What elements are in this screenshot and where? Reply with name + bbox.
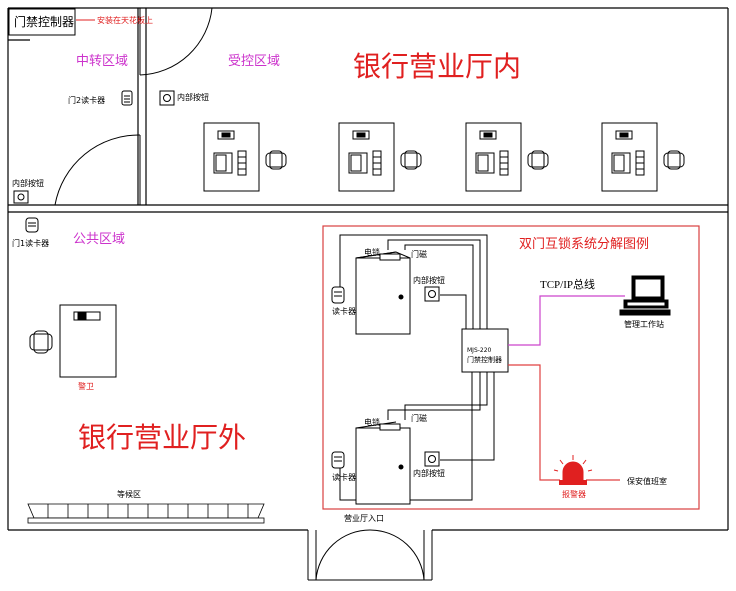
building-walls <box>7 7 729 531</box>
internal-button-left-icon <box>13 190 29 204</box>
waiting-area-label: 等候区 <box>117 489 141 499</box>
reader-top-label: 读卡器 <box>332 306 356 316</box>
door-arcs <box>54 7 213 206</box>
internal-button-icon <box>159 90 175 106</box>
internal-button-left-label: 内部按钮 <box>12 178 44 188</box>
controller-box-label: 门禁控制器 <box>14 14 74 29</box>
alarm-label: 报警器 <box>562 489 586 499</box>
entrance-doors <box>307 529 433 581</box>
zone-public-label: 公共区域 <box>73 232 125 247</box>
button-bottom-label: 内部按钮 <box>413 468 445 478</box>
reader-door2-label: 门2读卡器 <box>68 95 105 105</box>
lock-bottom-label: 电锁 <box>364 417 380 427</box>
tcpip-bus-line <box>508 295 625 346</box>
workstation-icon <box>619 275 671 316</box>
door-unit-bottom <box>355 421 411 505</box>
bank-outside-title: 银行营业厅外 <box>78 421 246 454</box>
controller-name: 门禁控制器 <box>467 355 502 364</box>
door-unit-top <box>355 251 411 335</box>
bus-label: TCP/IP总线 <box>540 277 595 291</box>
card-reader-icon <box>121 90 133 106</box>
workstation-label: 管理工作站 <box>624 319 664 329</box>
lock-top-label: 电锁 <box>364 247 380 257</box>
waiting-chairs <box>27 503 265 524</box>
legend-box <box>322 225 700 510</box>
controller-box <box>8 8 76 36</box>
card-reader-door1-icon <box>25 217 39 233</box>
zone-controlled-label: 受控区域 <box>228 54 280 69</box>
internal-button-icon <box>424 451 440 467</box>
alarm-line <box>508 364 560 481</box>
guard-desk <box>29 304 117 378</box>
card-reader-icon <box>331 451 345 469</box>
controller-note: 安装在天花板上 <box>97 15 153 25</box>
legend-controller <box>461 328 509 373</box>
internal-button-top-label: 内部按钮 <box>177 92 209 102</box>
internal-button-icon <box>424 286 440 302</box>
reader-door1-label: 门1读卡器 <box>12 238 49 248</box>
button-top-label: 内部按钮 <box>413 275 445 285</box>
zone-transfer-label: 中转区域 <box>76 54 128 69</box>
guard-label: 警卫 <box>78 381 94 391</box>
alarm-icon <box>553 455 593 485</box>
hall-entrance-label: 营业厅入口 <box>344 513 384 523</box>
sensor-bottom-label: 门磁 <box>411 413 427 423</box>
sensor-top-label: 门磁 <box>411 249 427 259</box>
alarm-target-label: 保安值班室 <box>627 476 667 486</box>
teller-stations <box>203 122 685 192</box>
controller-model: MJS-220 <box>467 347 492 354</box>
reader-bottom-label: 读卡器 <box>332 472 356 482</box>
bank-inside-title: 银行营业厅内 <box>353 50 521 83</box>
card-reader-icon <box>331 286 345 304</box>
legend-title: 双门互锁系统分解图例 <box>519 236 649 252</box>
